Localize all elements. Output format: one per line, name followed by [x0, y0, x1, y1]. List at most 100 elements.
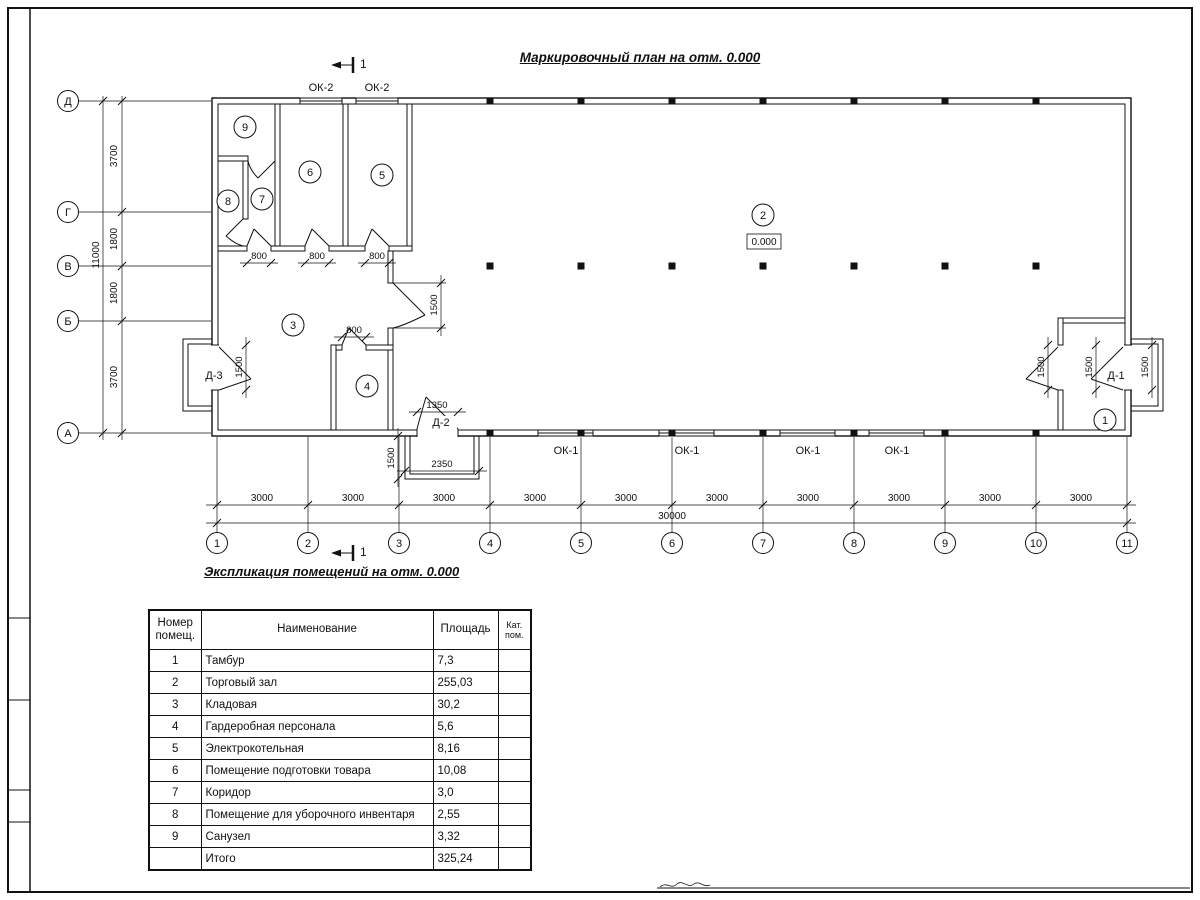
- room-area: 7,3: [432, 649, 499, 672]
- entrance-porches: [182, 338, 1164, 480]
- axes-left: Д Г В Б А 3700 1800 1800 3700 11000: [57, 90, 211, 444]
- interior-dimensions: 800 800 800 800 1350 2350 1500 1500 1500…: [234, 251, 1157, 487]
- room-number: 2: [148, 671, 202, 694]
- total-area: 325,24: [432, 847, 499, 871]
- label-d3: Д-3: [205, 370, 222, 382]
- axis-col-1: 1: [214, 538, 220, 550]
- window-symbols: [211, 97, 1132, 437]
- label-ok1-3: ОК-1: [796, 445, 821, 457]
- section-number-bottom: 1: [360, 545, 367, 559]
- room-number: 8: [148, 803, 202, 826]
- dim-door-3: 800: [369, 251, 385, 262]
- room-circle-4: 4: [364, 381, 370, 393]
- axis-col-6: 6: [669, 538, 675, 550]
- room-category: [497, 825, 532, 848]
- label-d1: Д-1: [1107, 370, 1124, 382]
- room-area: 30,2: [432, 693, 499, 716]
- room-circle-5: 5: [379, 170, 385, 182]
- room-name: Помещение подготовки товара: [200, 759, 434, 782]
- dim-bottom-7: 3000: [797, 493, 820, 504]
- label-ok2-2: ОК-2: [365, 82, 390, 94]
- dim-bottom-10: 3000: [1070, 493, 1093, 504]
- room-category: [497, 847, 532, 871]
- dim-d1-3: 1500: [1140, 356, 1151, 377]
- label-ok1-2: ОК-1: [675, 445, 700, 457]
- table-row: 8 Помещение для уборочного инвентаря 2,5…: [148, 803, 532, 826]
- room-name: Торговый зал: [200, 671, 434, 694]
- room-numbers: 9 8 7 6 5 3 4 2 1: [216, 115, 1117, 432]
- room-category: [497, 671, 532, 694]
- room-circle-1: 1: [1102, 415, 1108, 427]
- table-row: 2 Торговый зал 255,03: [148, 671, 532, 694]
- dim-bottom-1: 3000: [251, 493, 274, 504]
- dim-d2-depth: 1500: [386, 447, 397, 468]
- dim-bottom-8: 3000: [888, 493, 911, 504]
- table-row: 1 Тамбур 7,3: [148, 649, 532, 672]
- room-area: 255,03: [432, 671, 499, 694]
- axis-row-g: Г: [65, 207, 71, 219]
- dim-d1-2: 1500: [1084, 356, 1095, 377]
- room-category: [497, 715, 532, 738]
- room-number: 9: [148, 825, 202, 848]
- room-circle-8: 8: [225, 196, 231, 208]
- dim-hall-door: 1500: [429, 294, 440, 315]
- total-label: Итого: [200, 847, 434, 871]
- sheet-frame: [7, 7, 1193, 893]
- dim-left-total: 11000: [91, 241, 102, 269]
- dim-bottom-4: 3000: [524, 493, 547, 504]
- room-number: 1: [148, 649, 202, 672]
- dim-door-1: 800: [251, 251, 267, 262]
- room-number: 7: [148, 781, 202, 804]
- dim-d2-width: 1350: [426, 400, 447, 411]
- room-circle-9: 9: [242, 122, 248, 134]
- label-d2: Д-2: [432, 417, 449, 429]
- elevation-mark: 0.000: [746, 233, 782, 250]
- room-area: 3,32: [432, 825, 499, 848]
- col-header-category: Кат. пом.: [497, 609, 532, 650]
- wall-openings: [210, 96, 1133, 438]
- dim-bottom-6: 3000: [706, 493, 729, 504]
- room-area: 10,08: [432, 759, 499, 782]
- dim-bottom-3: 3000: [433, 493, 456, 504]
- room-name: Тамбур: [200, 649, 434, 672]
- col-header-name: Наименование: [200, 609, 434, 650]
- dim-left-4: 3700: [109, 365, 120, 388]
- axis-col-4: 4: [487, 538, 493, 550]
- axis-col-3: 3: [396, 538, 402, 550]
- dim-door-2: 800: [309, 251, 325, 262]
- axis-col-8: 8: [851, 538, 857, 550]
- table-row: 3 Кладовая 30,2: [148, 693, 532, 716]
- dim-left-3: 1800: [109, 281, 120, 304]
- room-area: 5,6: [432, 715, 499, 738]
- room-category: [497, 737, 532, 760]
- room-name: Коридор: [200, 781, 434, 804]
- section-mark-bottom: 1: [331, 545, 367, 561]
- room-number: 5: [148, 737, 202, 760]
- room-name: Санузел: [200, 825, 434, 848]
- room-number: [148, 847, 202, 871]
- signature-mark: [659, 882, 711, 888]
- room-circle-6: 6: [307, 167, 313, 179]
- room-area: 2,55: [432, 803, 499, 826]
- dim-bottom-2: 3000: [342, 493, 365, 504]
- room-number: 4: [148, 715, 202, 738]
- room-circle-7: 7: [259, 194, 265, 206]
- axis-col-9: 9: [942, 538, 948, 550]
- table-row: 6 Помещение подготовки товара 10,08: [148, 759, 532, 782]
- explication-title: Экспликация помещений на отм. 0.000: [204, 564, 460, 579]
- room-number: 3: [148, 693, 202, 716]
- col-header-area: Площадь: [432, 609, 499, 650]
- table-row-total: Итого 325,24: [148, 847, 532, 871]
- axis-row-d: Д: [64, 96, 72, 108]
- dim-bottom-5: 3000: [615, 493, 638, 504]
- label-ok1-1: ОК-1: [554, 445, 579, 457]
- axes-bottom: 1 2 3 4 5 6 7 8 9 10 11 3000 3000 3000 3…: [206, 437, 1138, 554]
- table-header-row: Номер помещ. Наименование Площадь Кат. п…: [148, 609, 532, 650]
- axis-row-v: В: [64, 261, 71, 273]
- dim-bottom-total: 30000: [658, 511, 686, 522]
- table-row: 7 Коридор 3,0: [148, 781, 532, 804]
- plan-title: Маркировочный план на отм. 0.000: [519, 50, 761, 65]
- elevation-value: 0.000: [751, 237, 776, 248]
